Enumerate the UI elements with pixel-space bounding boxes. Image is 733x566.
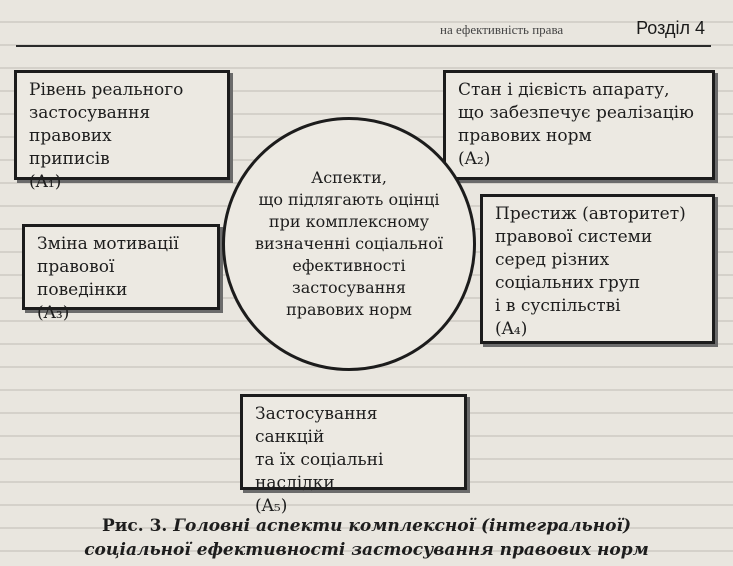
center-line: що підлягають оцінці <box>258 190 440 209</box>
aspect-a2-line: правових норм <box>458 126 592 146</box>
aspect-a1-line: застосування правових <box>29 103 151 146</box>
caption-title-line-1: Головні аспекти комплексної (інтегрально… <box>173 516 631 536</box>
center-line: Аспекти, <box>311 168 387 187</box>
aspect-a3-line: Зміна мотивації <box>37 234 179 254</box>
aspect-box-a1: Рівень реального застосування правових п… <box>14 70 230 192</box>
section-label: Розділ 4 <box>636 18 705 38</box>
aspect-box-a4: Престиж (авторитет) правової системи сер… <box>480 194 715 344</box>
aspect-box-a3: Зміна мотивації правової поведінки (A₃) <box>22 224 220 323</box>
aspect-a4-line: Престиж (авторитет) <box>495 204 686 224</box>
aspect-a5-line: та їх соціальні <box>255 450 384 470</box>
header-rule <box>16 45 711 47</box>
running-head: на ефективність права <box>440 22 564 37</box>
caption-label: Рис. 3. <box>102 516 168 536</box>
aspect-a4-label: (A₄) <box>495 319 528 339</box>
caption-line-1: Рис. 3. Головні аспекти комплексної (інт… <box>0 514 733 538</box>
aspect-a2-line: що забезпечує реалізацію <box>458 103 694 123</box>
aspect-a1-line: приписів <box>29 149 110 169</box>
center-line: визначенні соціальної <box>254 234 443 253</box>
aspect-a5-line: Застосування санкцій <box>255 404 378 447</box>
aspect-a4-line: соціальних груп <box>495 273 641 293</box>
aspect-a1-label: (A₁) <box>29 172 62 192</box>
aspect-a4-line: і в суспільстві <box>495 296 621 316</box>
aspect-a3-line: правової поведінки <box>37 257 128 300</box>
center-line: правових норм <box>286 300 412 319</box>
caption-title-line-2: соціальної ефективності застосування пра… <box>84 540 649 560</box>
aspect-a1-line: Рівень реального <box>29 80 184 100</box>
aspect-a4-line: серед різних <box>495 250 610 270</box>
center-circle: Аспекти, що підлягають оцінці при компле… <box>222 117 476 371</box>
center-text: Аспекти, що підлягають оцінці при компле… <box>244 167 454 321</box>
aspect-a3-label: (A₃) <box>37 303 70 323</box>
center-line: застосування <box>291 278 407 297</box>
aspect-a5-line: наслідки <box>255 473 335 493</box>
aspect-a4-line: правової системи <box>495 227 653 247</box>
aspect-a5-label: (A₅) <box>255 496 288 516</box>
aspect-box-a2: Стан і дієвість апарату, що забезпечує р… <box>443 70 715 180</box>
figure-caption: Рис. 3. Головні аспекти комплексної (інт… <box>0 514 733 562</box>
aspect-box-a5: Застосування санкцій та їх соціальні нас… <box>240 394 467 516</box>
center-line: ефективності <box>292 256 406 275</box>
center-line: при комплексному <box>268 212 430 231</box>
aspect-a2-line: Стан і дієвість апарату, <box>458 80 670 100</box>
aspect-a2-label: (A₂) <box>458 149 491 169</box>
